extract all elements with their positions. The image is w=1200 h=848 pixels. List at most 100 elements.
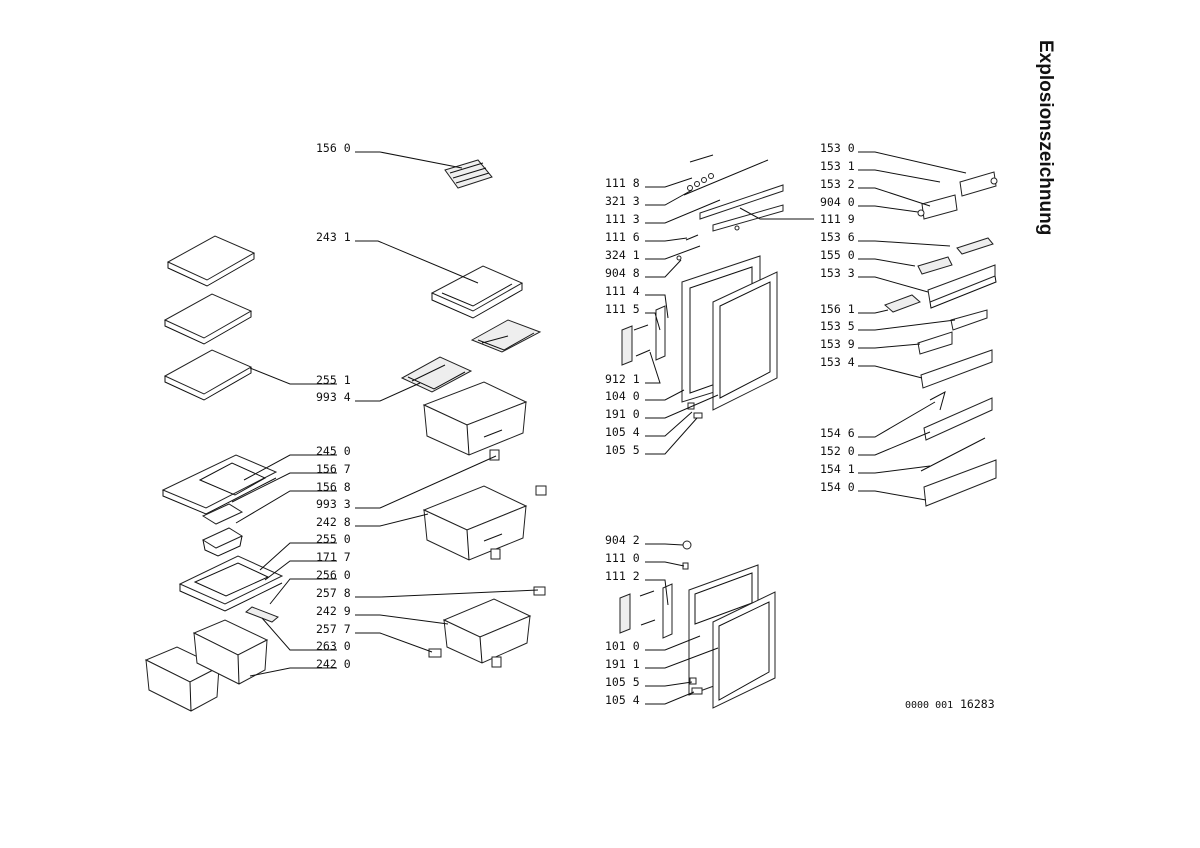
leader-right_labels-3 [858, 205, 919, 213]
callout-middle_labels-7: 111 5 [605, 302, 640, 316]
leader-middle_labels-9 [645, 389, 685, 401]
leader-middle_labels-19 [645, 691, 695, 705]
leader-right_labels-5 [858, 258, 916, 267]
leader-left_labels-4 [243, 454, 337, 481]
leader-left_labels-6 [235, 490, 337, 524]
leader-right_labels-13 [858, 465, 931, 474]
leader-middle_labels-17 [645, 647, 719, 669]
callout-right_labels-0: 153 0 [820, 141, 855, 155]
callout-right_labels-13: 154 1 [820, 462, 855, 476]
leader-middle_labels-8 [645, 351, 661, 384]
leader-middle_labels-6 [645, 294, 669, 319]
leader-extra_labels-0 [739, 207, 814, 220]
leader-left_labels-12 [355, 589, 539, 598]
callout-middle_labels-0: 111 8 [605, 176, 640, 190]
callout-right_labels-3: 904 0 [820, 195, 855, 209]
drawing-number: 16283 [960, 697, 995, 711]
doc-number: 0000 001 [905, 700, 953, 711]
leader-middle_labels-3 [645, 237, 688, 242]
callout-right_labels-12: 152 0 [820, 444, 855, 458]
leader-right_labels-7 [858, 309, 889, 314]
callout-middle_labels-13: 904 2 [605, 533, 640, 547]
callout-middle_labels-16: 101 0 [605, 639, 640, 653]
leader-left_labels-9 [259, 542, 337, 571]
leader-left_labels-11 [269, 578, 337, 605]
leader-right_labels-4 [858, 240, 951, 247]
leader-right_labels-8 [858, 319, 956, 331]
leader-middle_labels-5 [645, 259, 682, 278]
leader-left_labels-14 [355, 632, 433, 653]
leader-right_labels-6 [858, 276, 929, 293]
callout-middle_labels-6: 111 4 [605, 284, 640, 298]
leader-left_labels-3 [355, 382, 421, 402]
part-illustrations [144, 154, 998, 712]
callout-right_labels-1: 153 1 [820, 159, 855, 173]
callout-right_labels-14: 154 0 [820, 480, 855, 494]
leader-left_labels-7 [355, 455, 497, 509]
callout-right_labels-4: 153 6 [820, 230, 855, 244]
callout-right_labels-2: 153 2 [820, 177, 855, 191]
leader-left_labels-16 [249, 667, 337, 677]
callout-middle_labels-8: 912 1 [605, 372, 640, 386]
callout-right_labels-10: 153 4 [820, 355, 855, 369]
leader-middle_labels-1 [645, 189, 693, 206]
callout-middle_labels-5: 904 8 [605, 266, 640, 280]
callout-right_labels-9: 153 9 [820, 337, 855, 351]
callout-middle_labels-15: 111 2 [605, 569, 640, 583]
leader-middle_labels-4 [645, 245, 701, 260]
callout-middle_labels-19: 105 4 [605, 693, 640, 707]
callout-right_labels-11: 154 6 [820, 426, 855, 440]
callout-middle_labels-18: 105 5 [605, 675, 640, 689]
callout-left_labels-1: 243 1 [316, 230, 351, 244]
callout-left_labels-6: 156 8 [316, 480, 351, 494]
leader-left_labels-13 [355, 614, 449, 625]
leader-middle_labels-12 [645, 417, 698, 455]
callout-left_labels-8: 242 8 [316, 515, 351, 529]
leader-left_labels-10 [264, 560, 337, 581]
callout-middle_labels-9: 104 0 [605, 389, 640, 403]
leader-middle_labels-10 [645, 394, 719, 419]
leader-right_labels-10 [858, 365, 923, 379]
callout-left_labels-2: 255 1 [316, 373, 351, 387]
callout-middle_labels-2: 111 3 [605, 212, 640, 226]
callout-left_labels-14: 257 7 [316, 622, 351, 636]
callout-middle_labels-3: 111 6 [605, 230, 640, 244]
callout-right_labels-5: 155 0 [820, 248, 855, 262]
callout-middle_labels-4: 324 1 [605, 248, 640, 262]
leader-right_labels-9 [858, 343, 921, 349]
callout-left_labels-15: 263 0 [316, 639, 351, 653]
callout-middle_labels-14: 111 0 [605, 551, 640, 565]
callout-labels: 156 0 243 1 255 1 993 4 245 0 156 7 156 8 993 3… [231, 141, 967, 707]
leader-middle_labels-2 [645, 199, 721, 224]
leader-right_labels-14 [858, 490, 927, 501]
callout-left_labels-4: 245 0 [316, 444, 351, 458]
callout-right_labels-6: 153 3 [820, 266, 855, 280]
leader-left_labels-0 [355, 151, 463, 169]
callout-middle_labels-1: 321 3 [605, 194, 640, 208]
callout-middle_labels-11: 105 4 [605, 425, 640, 439]
callout-middle_labels-12: 105 5 [605, 443, 640, 457]
callout-left_labels-11: 256 0 [316, 568, 351, 582]
callout-left_labels-0: 156 0 [316, 141, 351, 155]
leader-middle_labels-13 [645, 543, 684, 546]
leader-middle_labels-18 [645, 681, 693, 687]
leader-middle_labels-16 [645, 635, 701, 651]
leader-left_labels-5 [231, 472, 337, 503]
leader-middle_labels-14 [645, 561, 685, 567]
leader-right_labels-0 [858, 151, 967, 174]
leader-middle_labels-15 [645, 579, 669, 606]
callout-middle_labels-10: 191 0 [605, 407, 640, 421]
callout-left_labels-7: 993 3 [316, 497, 351, 511]
callout-left_labels-12: 257 8 [316, 586, 351, 600]
leader-left_labels-2 [249, 367, 337, 385]
callout-left_labels-10: 171 7 [316, 550, 351, 564]
leader-middle_labels-0 [645, 177, 693, 188]
callout-middle_labels-17: 191 1 [605, 657, 640, 671]
leader-right_labels-12 [858, 431, 931, 456]
callout-left_labels-3: 993 4 [316, 390, 351, 404]
leader-middle_labels-7 [645, 312, 661, 331]
callout-left_labels-5: 156 7 [316, 462, 351, 476]
leader-right_labels-11 [858, 401, 936, 438]
